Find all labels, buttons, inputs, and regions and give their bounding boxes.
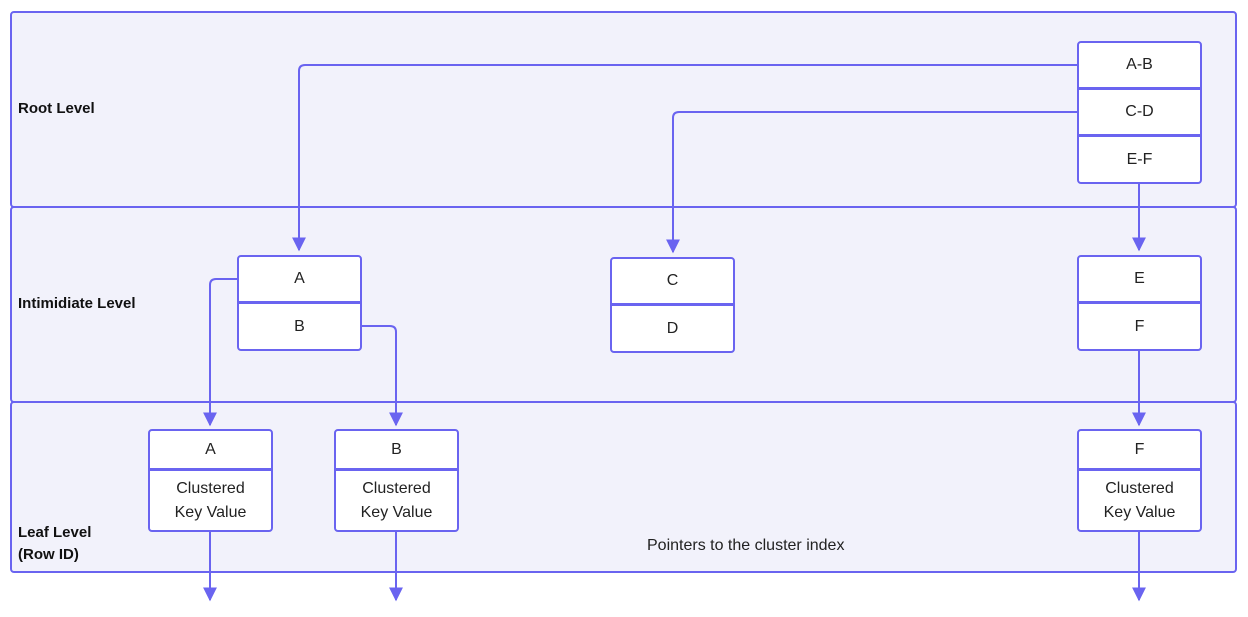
leaf-a-value-line2: Key Value: [174, 503, 247, 521]
intermediate-node-f: F: [1077, 302, 1202, 351]
leaf-node-f-value: Clustered Key Value: [1077, 469, 1202, 532]
intermediate-node-a: A: [237, 255, 362, 303]
intermediate-node-d: D: [610, 304, 735, 353]
pointers-caption: Pointers to the cluster index: [647, 537, 845, 554]
leaf-node-a-key: A: [148, 429, 273, 470]
leaf-level-label: Leaf Level (Row ID): [18, 522, 91, 566]
intermediate-node-c: C: [610, 257, 735, 305]
leaf-node-f-key: F: [1077, 429, 1202, 470]
leaf-f-value-line2: Key Value: [1103, 503, 1176, 521]
leaf-node-b-key: B: [334, 429, 459, 470]
leaf-node-a-value: Clustered Key Value: [148, 469, 273, 532]
root-node-cd: C-D: [1077, 88, 1202, 136]
root-node-ef: E-F: [1077, 135, 1202, 184]
leaf-b-value-line1: Clustered: [362, 479, 431, 497]
leaf-f-value-line1: Clustered: [1105, 479, 1174, 497]
leaf-level-label-line1: Leaf Level: [18, 524, 92, 541]
root-node-ab: A-B: [1077, 41, 1202, 89]
leaf-b-value-line2: Key Value: [360, 503, 433, 521]
leaf-a-value-line1: Clustered: [176, 479, 245, 497]
leaf-node-b-value: Clustered Key Value: [334, 469, 459, 532]
intermediate-node-b: B: [237, 302, 362, 351]
leaf-level-label-line2: (Row ID): [18, 546, 79, 563]
root-level-lane: [10, 11, 1237, 208]
root-level-label: Root Level: [18, 100, 95, 117]
intermediate-node-e: E: [1077, 255, 1202, 303]
intermediate-level-label: Intimidiate Level: [18, 295, 136, 312]
